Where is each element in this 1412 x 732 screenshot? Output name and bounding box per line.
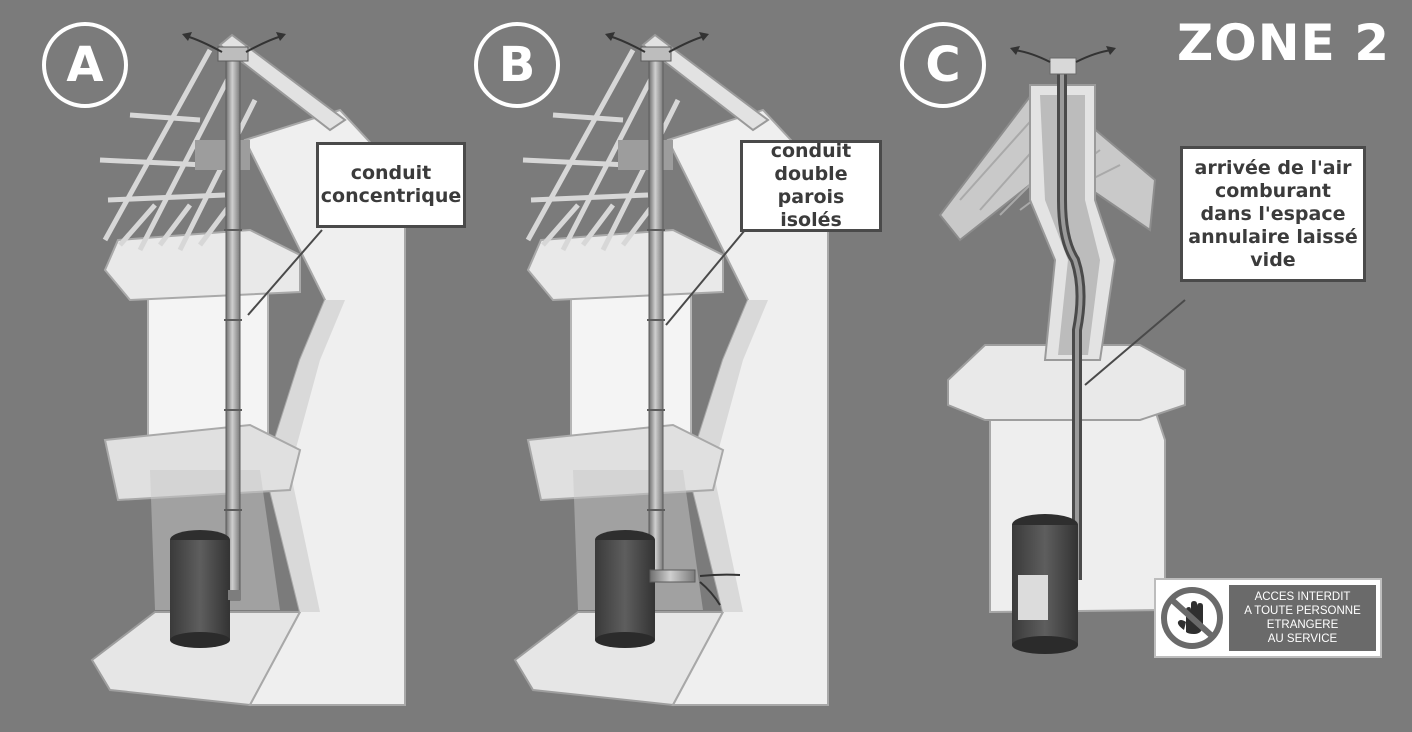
callout-c-line-1: arrivée de l'air (1194, 156, 1352, 179)
sign-text: ACCES INTERDIT A TOUTE PERSONNE ETRANGER… (1229, 585, 1376, 651)
panel-c-illustration (938, 46, 1186, 654)
callout-c-line-2: comburant (1214, 179, 1332, 202)
callout-c: arrivée de l'air comburant dans l'espace… (1180, 146, 1366, 282)
panel-b-illustration (513, 32, 829, 707)
callout-b-line-2: double parois (774, 163, 848, 208)
callout-c-line-4: annulaire laissé (1188, 225, 1358, 248)
zone-title: ZONE 2 (1177, 14, 1390, 72)
sign-line-1: ACCES INTERDIT (1254, 591, 1351, 603)
callout-c-line-3: dans l'espace (1200, 202, 1346, 225)
callout-c-line-5: vide (1250, 248, 1296, 271)
panel-a-badge: A (42, 22, 128, 108)
callout-a-line-2: concentrique (320, 185, 462, 207)
panel-c-badge: C (900, 22, 986, 108)
callout-b-line-3: isolés (780, 209, 842, 231)
sign-line-3: ETRANGERE (1266, 619, 1339, 631)
panel-b-badge: B (474, 22, 560, 108)
callout-a: conduit concentrique (316, 142, 466, 228)
panel-a-illustration (90, 32, 406, 707)
callout-a-line-1: conduit (350, 162, 432, 184)
callout-b-line-1: conduit (770, 140, 852, 162)
sign-line-2: A TOUTE PERSONNE (1244, 605, 1361, 617)
access-forbidden-sign: ACCES INTERDIT A TOUTE PERSONNE ETRANGER… (1154, 578, 1382, 658)
no-entry-hand-icon (1161, 587, 1223, 649)
callout-b: conduit double parois isolés (740, 140, 882, 232)
sign-line-4: AU SERVICE (1267, 633, 1338, 645)
